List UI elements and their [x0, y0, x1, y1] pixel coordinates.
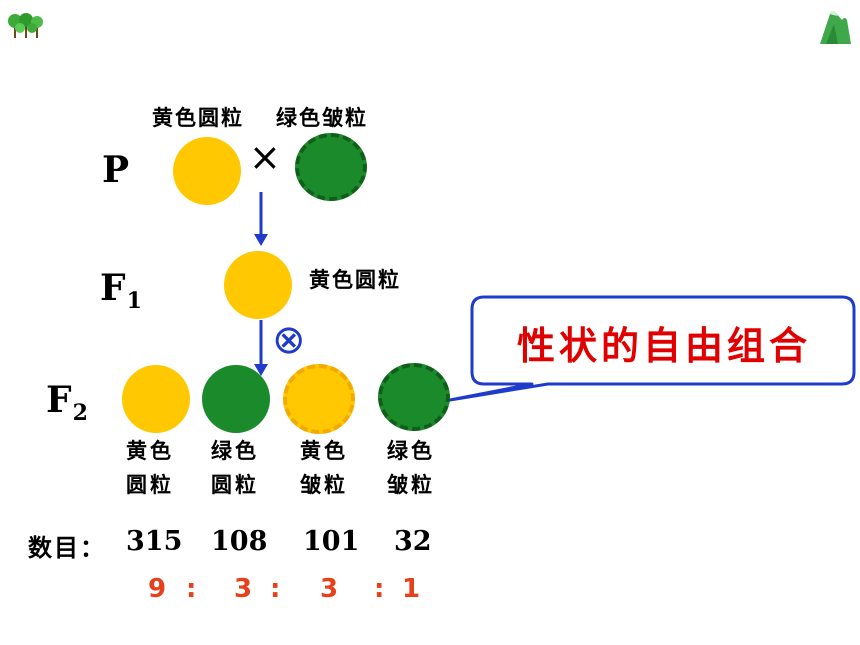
self-cross-symbol: ⊗	[272, 317, 306, 363]
generation-f2-label: F2	[46, 382, 88, 424]
f2-phenotype-3: 黄色 皱粒	[294, 434, 354, 502]
f2-phenotype-3-line1: 黄色	[300, 439, 348, 463]
ratio-separator-3: :	[374, 574, 385, 604]
parent-label-green-wrinkled: 绿色皱粒	[276, 106, 368, 130]
f1-subscript: 1	[126, 288, 142, 314]
f1-phenotype-label: 黄色圆粒	[309, 268, 401, 292]
f2-green-round-pea	[202, 365, 270, 433]
tree-cluster-icon	[8, 8, 44, 42]
f2-phenotype-4: 绿色 皱粒	[381, 434, 441, 502]
cross-symbol: ×	[249, 135, 281, 179]
f2-subscript: 2	[72, 400, 88, 426]
f2-green-wrinkled-pea	[378, 363, 450, 431]
f2-base: F	[46, 379, 72, 421]
ratio-separator-1: :	[186, 574, 197, 604]
ratio-value-3: 3	[320, 574, 339, 604]
f2-phenotype-4-line2: 皱粒	[387, 473, 435, 497]
count-yellow-wrinkled: 101	[303, 526, 360, 557]
generation-f1-label: F1	[100, 270, 142, 312]
f2-phenotype-2-line1: 绿色	[211, 439, 259, 463]
f2-phenotype-2-line2: 圆粒	[211, 473, 259, 497]
f1-yellow-round-pea	[224, 251, 292, 319]
callout-text: 性状的自由组合	[516, 323, 811, 368]
f2-phenotype-1-line1: 黄色	[126, 439, 174, 463]
ratio-value-4: 1	[402, 574, 421, 604]
parent-green-wrinkled-pea	[295, 133, 367, 201]
arrow-f1-to-f2	[254, 320, 268, 376]
generation-p-label: P	[102, 149, 130, 191]
counts-label: 数目：	[28, 534, 106, 562]
f2-yellow-round-pea	[122, 365, 190, 433]
parent-yellow-round-pea	[173, 137, 241, 205]
parent-label-yellow-round: 黄色圆粒	[152, 106, 244, 130]
f2-phenotype-4-line1: 绿色	[387, 439, 435, 463]
ratio-separator-2: :	[270, 574, 281, 604]
ratio-value-1: 9	[148, 574, 167, 604]
f2-phenotype-1: 黄色 圆粒	[120, 434, 180, 502]
count-yellow-round: 315	[126, 526, 183, 557]
f2-phenotype-1-line2: 圆粒	[126, 473, 174, 497]
f2-yellow-wrinkled-pea	[283, 364, 355, 434]
f1-base: F	[100, 267, 126, 309]
mountain-icon	[818, 6, 852, 46]
f2-phenotype-3-line2: 皱粒	[300, 473, 348, 497]
ratio-value-2: 3	[234, 574, 253, 604]
arrow-p-to-f1	[254, 192, 268, 246]
count-green-round: 108	[211, 526, 268, 557]
count-green-wrinkled: 32	[394, 526, 432, 557]
callout-bubble	[448, 295, 856, 402]
f2-phenotype-2: 绿色 圆粒	[205, 434, 265, 502]
